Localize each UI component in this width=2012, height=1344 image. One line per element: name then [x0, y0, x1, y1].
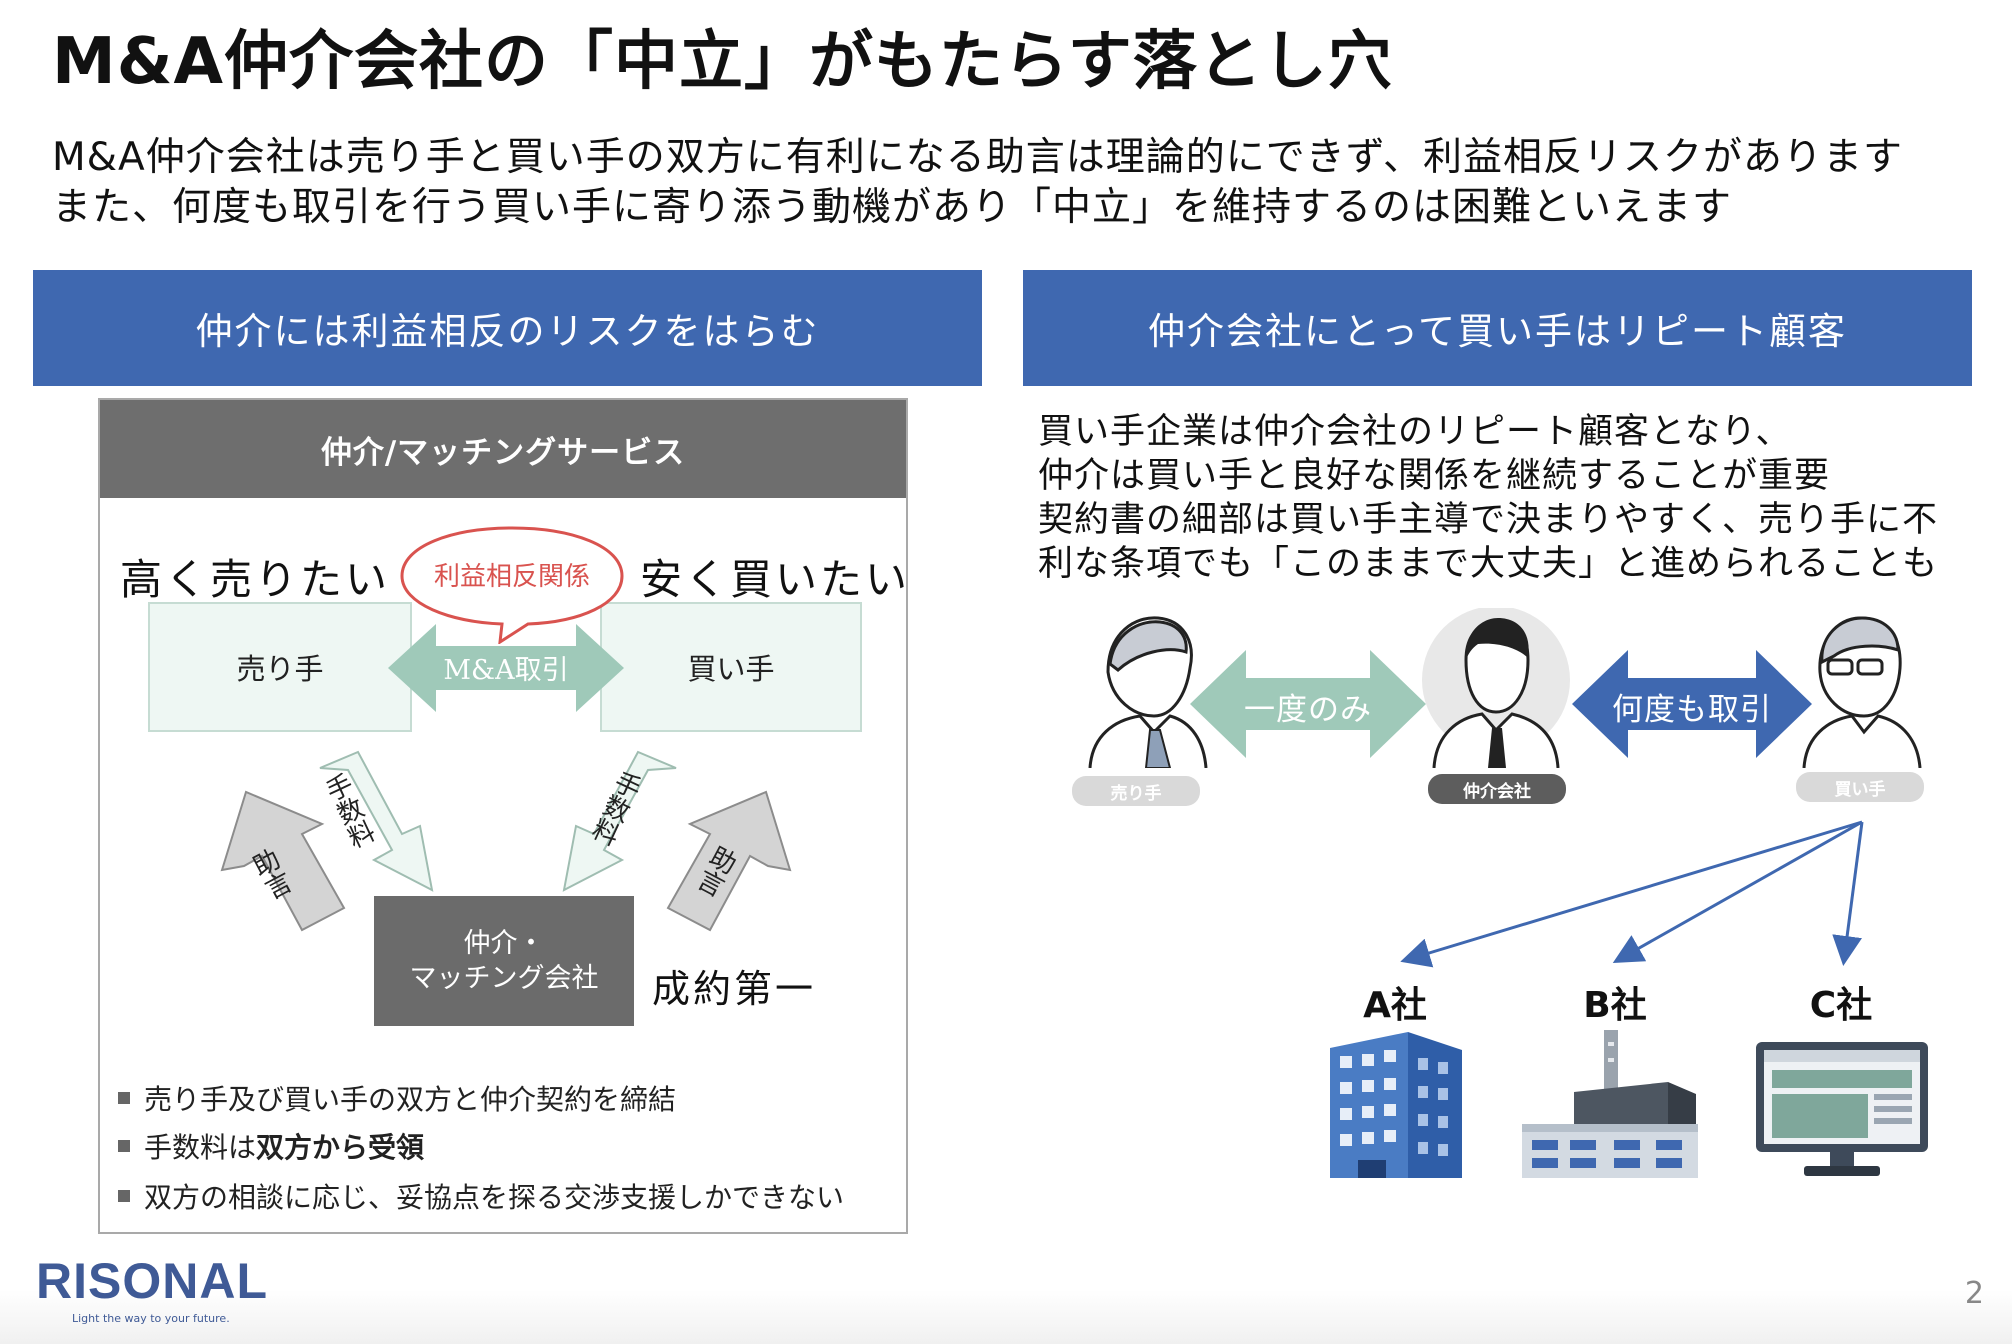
conflict-label: 利益相反関係 [433, 562, 590, 592]
seller-box: 売り手 [148, 602, 412, 732]
company-b-label: B社 [1583, 985, 1647, 1026]
page-number: 2 [1964, 1276, 1984, 1311]
deal-label: M&A取引 [443, 655, 569, 686]
fee-arrow-right [562, 750, 677, 892]
buyer-pill: 買い手 [1796, 772, 1924, 802]
advice-arrow-left [220, 790, 346, 932]
broker-box: 仲介・ マッチング会社 [374, 896, 634, 1026]
buyer-to-companies-arrows [1400, 820, 1864, 968]
buyer-box-label: 買い手 [687, 652, 775, 686]
footer-band [0, 1290, 2012, 1344]
broker-line-1: 仲介・ [463, 927, 545, 959]
office-building-icon [1330, 1032, 1462, 1178]
factory-icon [1522, 1030, 1698, 1178]
risonal-logo: RISONAL [36, 1253, 268, 1309]
bullet-3: 双方の相談に応じ、妥協点を探る交渉支援しかできない [118, 1176, 844, 1216]
logo-tagline: Light the way to your future. [72, 1312, 230, 1325]
bullet-2: 手数料は双方から受領 [118, 1126, 424, 1166]
broker-line-2: マッチング会社 [409, 963, 599, 994]
priority-label: 成約第一 [652, 967, 817, 1011]
seller-wish: 高く売りたい [120, 555, 391, 604]
left-section-header: 仲介には利益相反のリスクをはらむ [33, 270, 982, 386]
panel-title: 仲介/マッチングサービス [100, 400, 906, 498]
page-title: M&A仲介会社の「中立」がもたらす落とし穴 [52, 25, 1393, 99]
many-label: 何度も取引 [1612, 692, 1772, 728]
right-text-1: 買い手企業は仲介会社のリピート顧客となり、 [1038, 412, 1792, 452]
deal-double-arrow [388, 624, 624, 712]
buyer-box: 買い手 [600, 602, 862, 732]
advice-arrow-right [666, 790, 792, 932]
seller-box-label: 売り手 [236, 652, 324, 686]
right-text-3: 契約書の細部は買い手主導で決まりやすく、売り手に不 [1038, 500, 1939, 540]
buyer-person-icon [1802, 616, 1922, 768]
company-a-label: A社 [1363, 985, 1427, 1026]
once-double-arrow [1190, 650, 1426, 758]
buyer-wish: 安く買いたい [640, 555, 911, 604]
seller-person-icon [1088, 616, 1208, 768]
right-text-2: 仲介は買い手と良好な関係を継続することが重要 [1038, 456, 1831, 496]
conflict-speech-bubble [400, 526, 624, 644]
many-double-arrow [1572, 650, 1812, 758]
once-label: 一度のみ [1244, 692, 1372, 728]
right-text-4: 利な条項でも「このままで大丈夫」と進められることも [1038, 544, 1939, 584]
lead-line-1: M&A仲介会社は売り手と買い手の双方に有利になる助言は理論的にできず、利益相反リ… [52, 135, 1904, 180]
lead-line-2: また、何度も取引を行う買い手に寄り添う動機があり「中立」を維持するのは困難といえ… [52, 185, 1733, 230]
monitor-icon [1756, 1042, 1928, 1176]
company-c-label: C社 [1809, 985, 1873, 1026]
seller-pill: 売り手 [1072, 776, 1200, 806]
fee-arrow-left [319, 750, 434, 892]
right-section-header: 仲介会社にとって買い手はリピート顧客 [1023, 270, 1972, 386]
broker-person-icon [1422, 608, 1570, 768]
broker-pill: 仲介会社 [1428, 774, 1566, 804]
bullet-1: 売り手及び買い手の双方と仲介契約を締結 [118, 1078, 676, 1118]
